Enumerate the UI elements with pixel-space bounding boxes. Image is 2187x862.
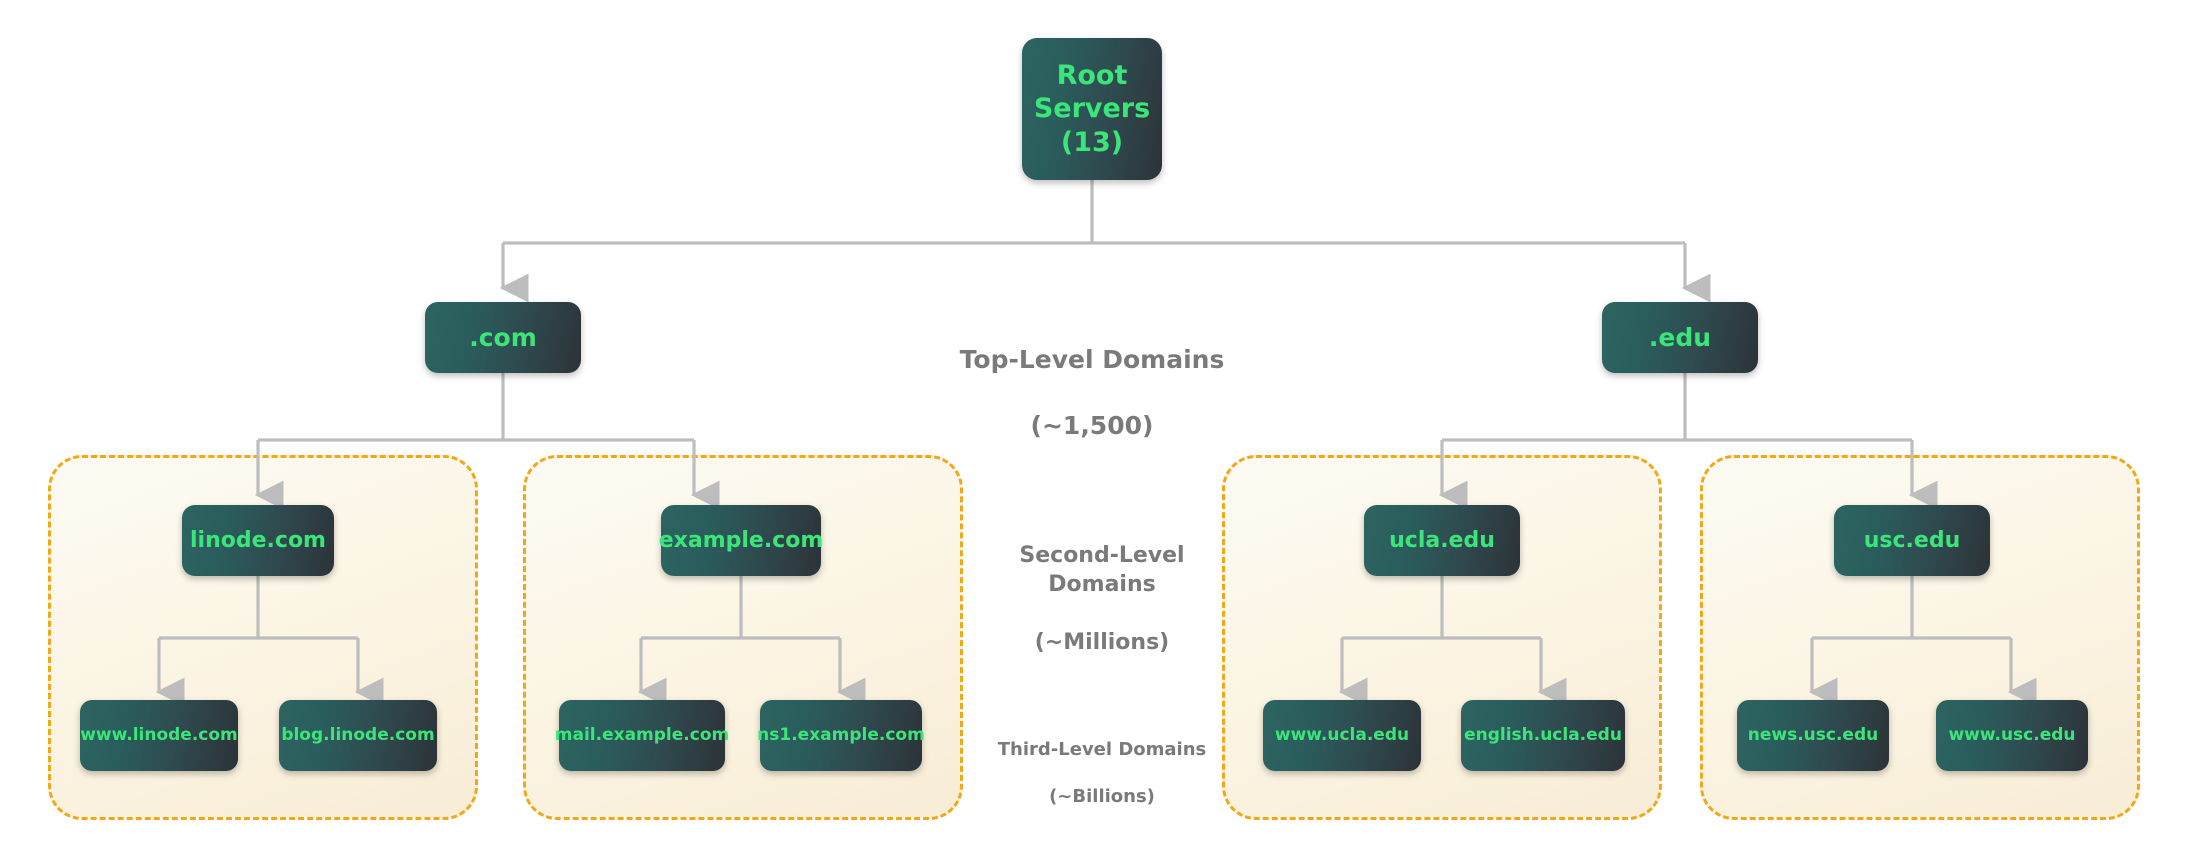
node-root-servers-label: Root Servers (13) bbox=[1033, 59, 1151, 158]
node-tld-com[interactable]: .com bbox=[425, 302, 581, 373]
node-thd-news-usc-edu-label: news.usc.edu bbox=[1747, 724, 1879, 745]
node-sld-example-com[interactable]: example.com bbox=[658, 505, 824, 576]
node-tld-edu[interactable]: .edu bbox=[1602, 302, 1758, 373]
tier-label-top-level: Top-Level Domains (~1,500) bbox=[892, 310, 1292, 475]
node-thd-www-linode-com[interactable]: www.linode.com bbox=[80, 700, 238, 771]
node-thd-english-ucla-edu-label: english.ucla.edu bbox=[1464, 724, 1622, 745]
node-tld-edu-label: .edu bbox=[1648, 323, 1712, 352]
tier-label-top-level-title: Top-Level Domains bbox=[959, 345, 1225, 374]
node-thd-blog-linode-com[interactable]: blog.linode.com bbox=[279, 700, 437, 771]
tier-label-second-level-title: Second-Level Domains bbox=[1019, 543, 1185, 598]
node-thd-mail-example-com-label: mail.example.com bbox=[554, 724, 730, 745]
node-sld-ucla-edu-label: ucla.edu bbox=[1389, 527, 1495, 553]
node-thd-www-ucla-edu-label: www.ucla.edu bbox=[1274, 724, 1410, 745]
tier-label-third-level: Third-Level Domains (~Billions) bbox=[992, 714, 1212, 833]
node-thd-www-usc-edu[interactable]: www.usc.edu bbox=[1936, 700, 2088, 771]
tier-label-second-level-count: (~Millions) bbox=[1034, 630, 1170, 656]
node-thd-blog-linode-com-label: blog.linode.com bbox=[281, 724, 435, 745]
node-sld-usc-edu-label: usc.edu bbox=[1863, 527, 1961, 553]
tier-label-top-level-count: (~1,500) bbox=[1030, 411, 1154, 440]
tier-label-third-level-count: (~Billions) bbox=[1049, 786, 1155, 808]
node-thd-ns1-example-com-label: ns1.example.com bbox=[757, 724, 925, 745]
node-thd-www-ucla-edu[interactable]: www.ucla.edu bbox=[1263, 700, 1421, 771]
node-thd-news-usc-edu[interactable]: news.usc.edu bbox=[1737, 700, 1889, 771]
node-root-servers[interactable]: Root Servers (13) bbox=[1022, 38, 1162, 180]
tier-label-third-level-title: Third-Level Domains bbox=[997, 738, 1207, 760]
tier-label-second-level: Second-Level Domains (~Millions) bbox=[972, 512, 1232, 686]
node-tld-com-label: .com bbox=[469, 323, 537, 352]
node-thd-ns1-example-com[interactable]: ns1.example.com bbox=[757, 700, 925, 771]
node-sld-linode-com[interactable]: linode.com bbox=[182, 505, 334, 576]
node-sld-ucla-edu[interactable]: ucla.edu bbox=[1364, 505, 1520, 576]
node-thd-www-linode-com-label: www.linode.com bbox=[80, 724, 238, 745]
node-thd-mail-example-com[interactable]: mail.example.com bbox=[555, 700, 729, 771]
node-thd-english-ucla-edu[interactable]: english.ucla.edu bbox=[1461, 700, 1625, 771]
node-thd-www-usc-edu-label: www.usc.edu bbox=[1948, 724, 2076, 745]
node-sld-usc-edu[interactable]: usc.edu bbox=[1834, 505, 1990, 576]
node-sld-example-com-label: example.com bbox=[658, 527, 824, 553]
node-sld-linode-com-label: linode.com bbox=[190, 527, 326, 553]
